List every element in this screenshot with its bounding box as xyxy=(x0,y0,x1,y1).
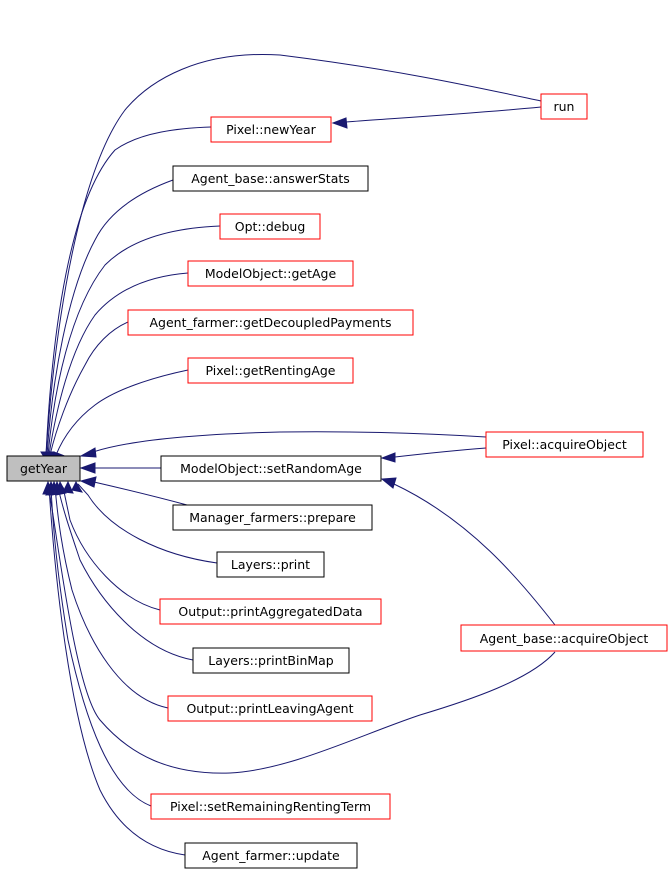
edge-prepare-to-getYear xyxy=(93,481,188,506)
edge-pixel-newYear-to-getYear xyxy=(45,126,212,456)
node-agent-farmer-update[interactable]: Agent_farmer::update xyxy=(184,842,358,869)
node-pixel-setRemainingRentingTerm[interactable]: Pixel::setRemainingRentingTerm xyxy=(150,793,391,820)
node-layers-print[interactable]: Layers::print xyxy=(216,551,325,578)
edge-opt-debug-to-getYear xyxy=(47,225,221,456)
node-output-printAggregatedData[interactable]: Output::printAggregatedData xyxy=(159,598,382,625)
arrowhead-icon xyxy=(79,476,97,488)
node-label: ModelObject::getAge xyxy=(205,266,337,281)
node-label: run xyxy=(554,99,575,114)
arrowhead-icon xyxy=(331,117,348,129)
arrowhead-icon xyxy=(71,480,84,493)
nodes-layer: getYear run Pixel::newYear Agent_base::a… xyxy=(6,93,668,869)
node-pixel-acquireObject[interactable]: Pixel::acquireObject xyxy=(485,431,644,458)
arrowhead-icon xyxy=(62,480,74,494)
node-modelobject-setRandomAge[interactable]: ModelObject::setRandomAge xyxy=(160,455,382,482)
edge-printLeavingAgent-to-getYear xyxy=(54,486,169,709)
edge-layers-print-to-getYear xyxy=(77,483,218,564)
node-label: getYear xyxy=(20,461,68,476)
node-label: Output::printAggregatedData xyxy=(178,604,362,619)
node-label: Pixel::acquireObject xyxy=(502,437,627,452)
node-agent-base-answerStats[interactable]: Agent_base::answerStats xyxy=(172,165,369,192)
node-label: Pixel::setRemainingRentingTerm xyxy=(170,799,371,814)
edge-run-to-getYear xyxy=(45,53,542,456)
edge-pixel-acquireObject-to-setRandomAge xyxy=(394,447,487,458)
node-label: Pixel::newYear xyxy=(226,122,316,137)
node-label: Agent_base::answerStats xyxy=(191,171,350,186)
arrowhead-icon xyxy=(79,462,96,474)
node-label: Manager_farmers::prepare xyxy=(189,510,356,525)
node-label: Agent_farmer::getDecoupledPayments xyxy=(150,315,392,330)
edges-layer xyxy=(45,53,556,856)
edge-setRemainingRentingTerm-to-getYear xyxy=(50,486,152,807)
node-modelobject-getAge[interactable]: ModelObject::getAge xyxy=(187,260,354,287)
node-run[interactable]: run xyxy=(540,93,588,120)
edge-agent-base-acquireObject-to-setRandomAge xyxy=(393,483,556,626)
edge-getDecoupledPayments-to-getYear xyxy=(49,321,129,456)
edge-printAggregatedData-to-getYear xyxy=(62,486,161,611)
arrowhead-icon xyxy=(79,447,97,458)
node-label: Layers::printBinMap xyxy=(208,653,334,668)
node-layers-printBinMap[interactable]: Layers::printBinMap xyxy=(192,647,350,674)
node-agent-farmer-getDecoupledPayments[interactable]: Agent_farmer::getDecoupledPayments xyxy=(127,309,414,336)
edge-printBinMap-to-getYear xyxy=(57,486,194,661)
node-label: Layers::print xyxy=(231,557,310,572)
node-pixel-getRentingAge[interactable]: Pixel::getRentingAge xyxy=(187,357,354,384)
edge-pixel-acquireObject-to-getYear xyxy=(92,431,487,453)
node-label: Agent_farmer::update xyxy=(202,848,340,863)
node-manager-farmers-prepare[interactable]: Manager_farmers::prepare xyxy=(172,504,373,531)
node-agent-base-acquireObject[interactable]: Agent_base::acquireObject xyxy=(460,624,668,652)
node-label: Opt::debug xyxy=(235,219,306,234)
node-label: ModelObject::setRandomAge xyxy=(180,461,362,476)
node-label: Output::printLeavingAgent xyxy=(186,701,353,716)
node-opt-debug[interactable]: Opt::debug xyxy=(219,213,321,240)
edge-agent-base-acquireObject-to-getYear xyxy=(47,483,556,774)
node-output-printLeavingAgent[interactable]: Output::printLeavingAgent xyxy=(167,695,373,722)
edge-getRentingAge-to-getYear xyxy=(55,369,189,456)
arrowhead-icon xyxy=(380,477,397,489)
edge-answerStats-to-getYear xyxy=(46,179,174,456)
node-getYear[interactable]: getYear xyxy=(6,455,81,482)
arrowhead-icon xyxy=(380,452,396,463)
edge-getAge-to-getYear xyxy=(48,272,189,456)
node-label: Agent_base::acquireObject xyxy=(480,631,649,646)
node-label: Pixel::getRentingAge xyxy=(205,363,335,378)
edge-update-to-getYear xyxy=(48,486,186,856)
node-pixel-newYear[interactable]: Pixel::newYear xyxy=(210,116,332,143)
edge-run-to-pixel-newYear xyxy=(345,106,542,123)
